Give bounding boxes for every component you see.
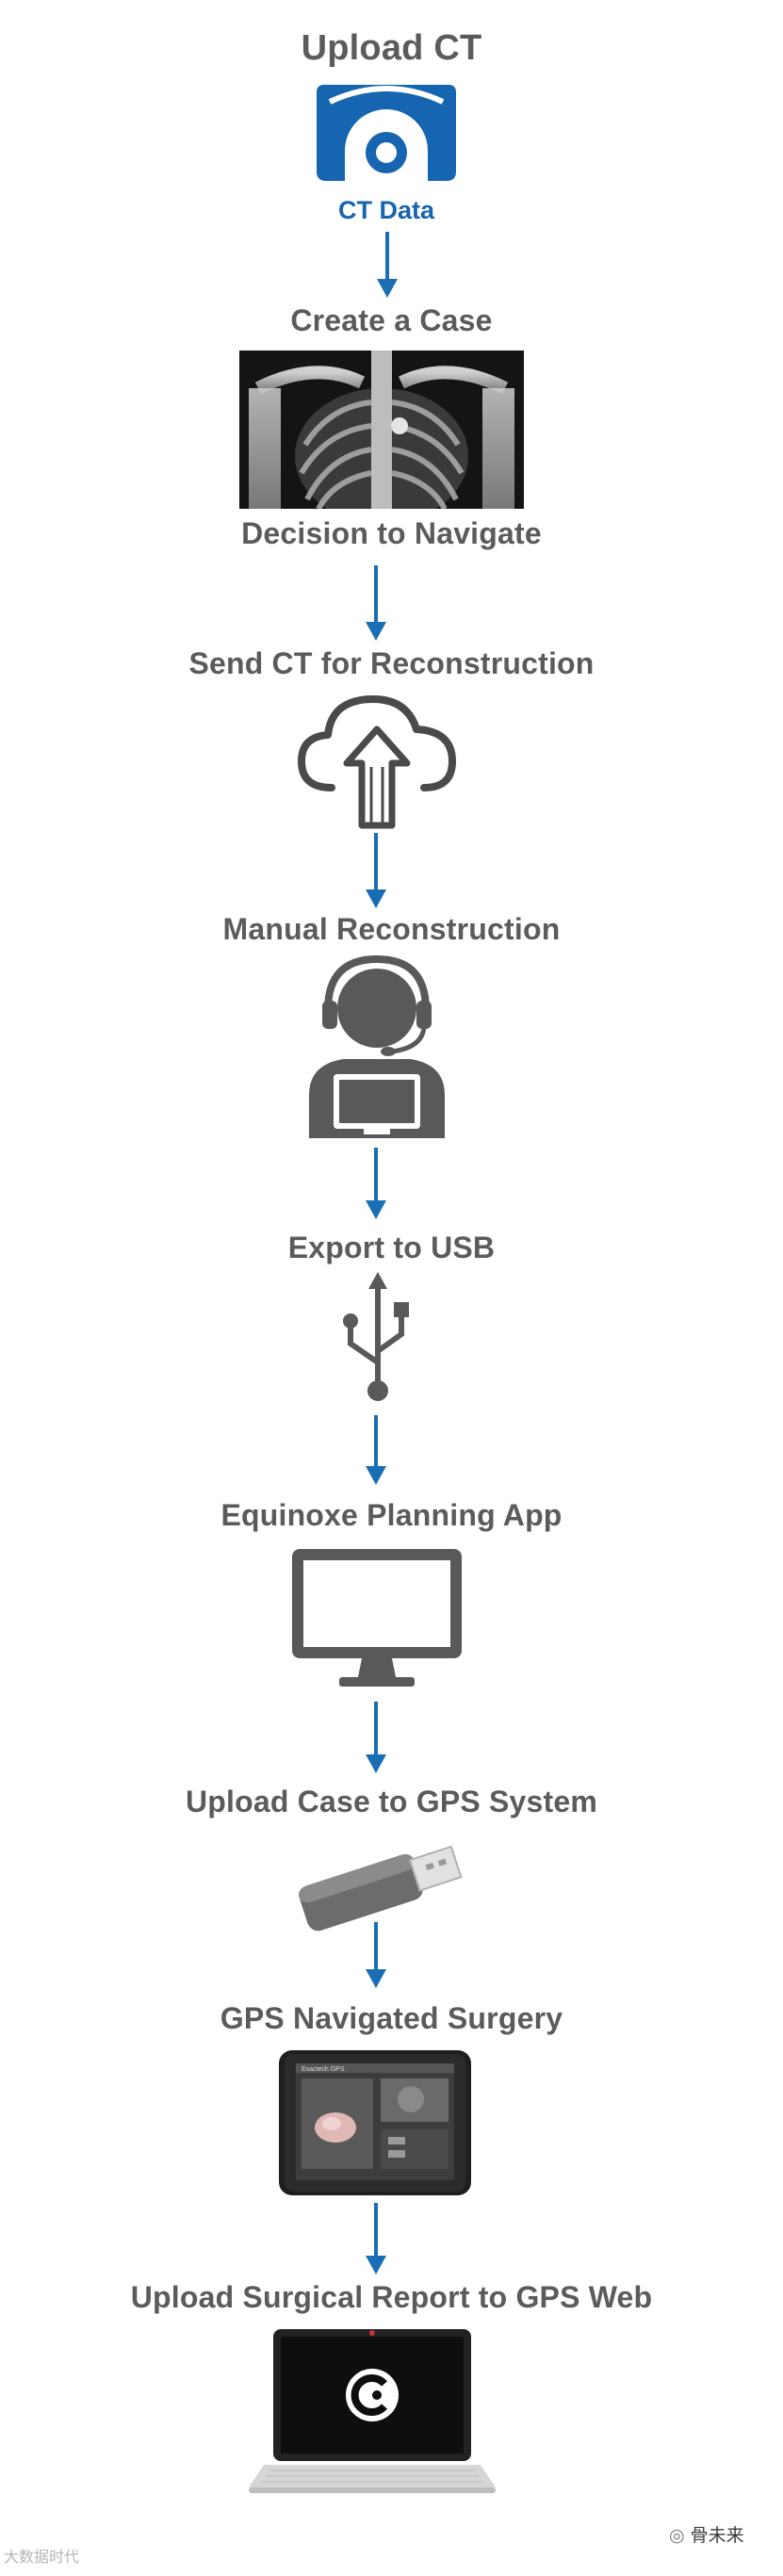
- usb-drive-icon: [299, 1845, 463, 1932]
- gps-tablet-image: Exactech GPS: [279, 2050, 471, 2195]
- support-agent-icon: [309, 954, 445, 1138]
- ct-scan-image: [239, 351, 524, 509]
- step-title-decision: Decision to Navigate: [241, 516, 542, 550]
- step-title-manual: Manual Reconstruction: [222, 912, 561, 946]
- flow-arrow: [377, 232, 398, 298]
- flow-arrow: [366, 2203, 386, 2274]
- step-title-create-case: Create a Case: [290, 303, 493, 337]
- flow-arrow: [366, 1415, 386, 1485]
- cloud-upload-icon: [298, 695, 456, 829]
- footer-watermark-left: 大数据时代: [4, 2550, 80, 2566]
- flow-arrow: [366, 565, 386, 641]
- flow-arrow: [366, 1922, 386, 1988]
- step-title-export: Export to USB: [287, 1231, 496, 1264]
- step-title-upload-report: Upload Surgical Report to GPS Web: [130, 2280, 653, 2314]
- step-title-planning: Equinoxe Planning App: [220, 1498, 563, 1532]
- usb-symbol-icon: [343, 1272, 409, 1401]
- flow-arrow: [366, 833, 386, 908]
- flow-arrow: [366, 1148, 386, 1219]
- footer-account: ◎骨未来: [669, 2521, 744, 2547]
- flow-arrow: [366, 1702, 386, 1773]
- ct-data-logo: CT Data: [317, 85, 456, 224]
- footer-account-name: 骨未来: [690, 2526, 744, 2546]
- device-brand: Exactech GPS: [302, 2066, 345, 2073]
- wechat-icon: ◎: [669, 2526, 685, 2546]
- logo-text: CT Data: [338, 196, 435, 224]
- step-title-upload-case: Upload Case to GPS System: [185, 1785, 598, 1818]
- step-title-send-ct: Send CT for Reconstruction: [188, 646, 595, 680]
- laptop-exactech-icon: [249, 2329, 496, 2493]
- monitor-icon: [292, 1549, 462, 1687]
- step-title-upload-ct: Upload CT: [301, 28, 482, 68]
- step-title-gps-surgery: GPS Navigated Surgery: [220, 2001, 563, 2035]
